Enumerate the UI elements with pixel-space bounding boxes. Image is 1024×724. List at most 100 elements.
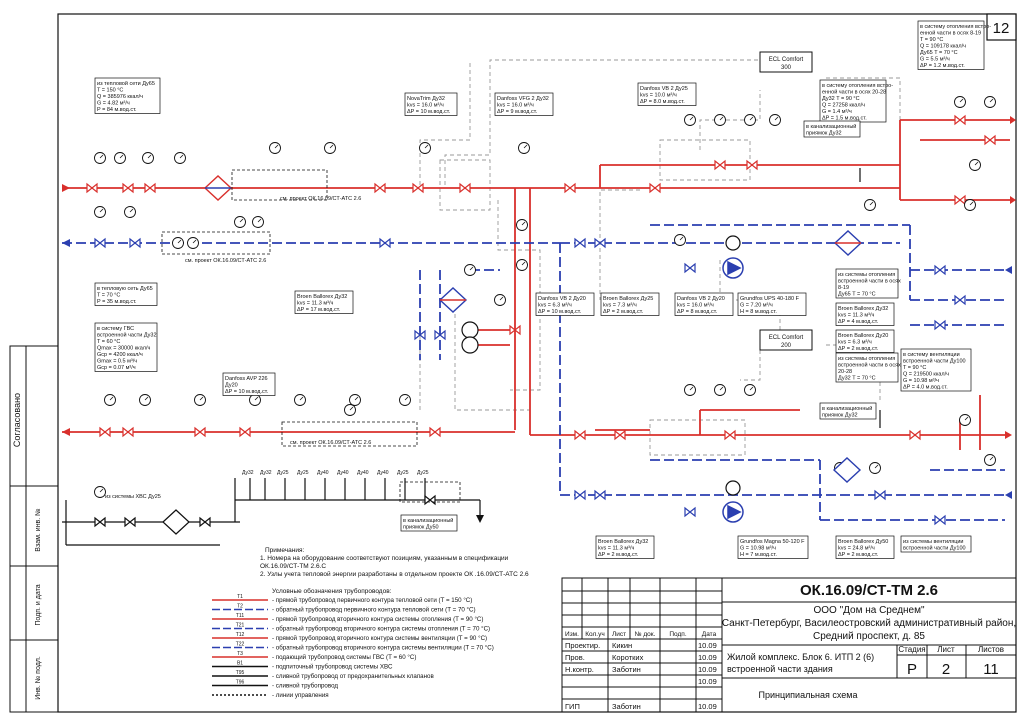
vent-supply-callout-line: Q = 219500 ккал/ч	[903, 372, 949, 378]
gauge-needle	[119, 154, 124, 159]
heating-return2-callout-line: 20-28	[838, 369, 852, 375]
legend-text: - прямой трубопровод вторичного контура …	[272, 616, 483, 623]
legend-code: T95	[236, 670, 245, 676]
gauge-needle	[969, 201, 974, 206]
legend-code: T22	[236, 642, 245, 648]
dhw-callout-line: встроенной части Ду32	[97, 332, 157, 339]
heating-return2-callout-box	[835, 352, 899, 383]
tb-stage-header: Стадия	[898, 645, 925, 654]
heating-supply-callout-line: G = 5.5 м³/ч	[920, 57, 950, 63]
heating-return-callout-line: 8-19	[838, 285, 849, 291]
valve-icon	[614, 429, 626, 441]
heating-return-callout-line: Ду65 T = 70 °C	[838, 292, 876, 298]
ballorex-20r-callout-line: kvs = 6.3 м³/ч	[838, 340, 872, 346]
gauge-needle	[239, 218, 244, 223]
vb2-25-callout-line: ΔP = 8.0 м.вод.ст.	[640, 99, 685, 105]
legend-text: - сливной трубопровод	[272, 683, 338, 690]
gauge-needle	[469, 266, 474, 271]
heating-supply-callout-line: Q = 109178 ккал/ч	[920, 44, 966, 50]
vent-return-callout-box	[900, 535, 972, 553]
legend-code: T96	[236, 680, 245, 686]
ballorex-50-callout-line: Broen Ballorex Ду50	[838, 539, 888, 545]
novatrim-callout-line: ΔP = 10 м.вод.ст.	[407, 109, 451, 115]
notes-line-1: 1. Номера на оборудование соответствуют …	[260, 554, 509, 562]
gauge-needle	[874, 464, 879, 469]
gauge-needle	[974, 161, 979, 166]
dhw-callout-line: Gср = 0.07 м³/ч	[97, 365, 136, 371]
valve-icon	[412, 182, 424, 194]
vb2-20-callout-line: kvs = 6.3 м³/ч	[538, 303, 572, 309]
notes-line-2: ОК.16.09/СТ-ТМ 2.6.С	[260, 563, 326, 570]
ecl-300-line1: ECL Comfort	[769, 57, 804, 63]
manifold-size-label: Ду32	[242, 470, 254, 476]
input-return-callout-line: P = 35 м.вод.ст.	[97, 299, 137, 305]
ballorex-25-callout-box	[600, 292, 660, 316]
valve-icon	[99, 426, 111, 438]
valve-icon	[724, 429, 736, 441]
manifold-size-label: Ду25	[417, 470, 429, 476]
legend-text: - подпиточный трубопровод системы ХВС	[272, 664, 393, 671]
valve-icon	[429, 426, 441, 438]
legend-code: T12	[236, 632, 245, 638]
gauge-needle	[774, 116, 779, 121]
cold-water-label: из системы ХВС Ду25	[105, 494, 161, 500]
ecl-300-line2: 300	[781, 65, 792, 71]
heating-supply2-callout-line: енной части в осях 20-28	[822, 89, 886, 96]
gauge-needle	[719, 386, 724, 391]
input-supply-callout-line: T = 150 °C	[97, 88, 123, 94]
magna-callout-box	[737, 535, 809, 559]
heating-return2-callout-line: встроенной части в осях	[838, 362, 901, 369]
avp-callout-line: Ду20	[225, 383, 238, 389]
legend-text: - прямой трубопровод первичного контура …	[272, 597, 472, 604]
legend-text: - обратный трубопровод вторичного контур…	[272, 626, 490, 633]
vb2-20b-callout-line: ΔP = 8 м.вод.ст.	[677, 309, 718, 315]
vent-return-callout-line: из системы вентиляции	[903, 539, 964, 545]
vent-supply-callout-line: встроенной части Ду100	[903, 358, 966, 365]
heating-supply2-callout-line: G = 1.4 м³/ч	[822, 109, 852, 115]
dhw-callout-line: в систему ГВС	[97, 326, 134, 332]
gauge-needle	[521, 221, 526, 226]
manifold-size-label: Ду40	[377, 470, 389, 476]
input-supply-callout-line: P = 84 м.вод.ст.	[97, 107, 137, 113]
manifold-size-label: Ду40	[357, 470, 369, 476]
valve-icon	[954, 294, 966, 306]
manifold-size-label: Ду25	[397, 470, 409, 476]
title-block	[561, 577, 1017, 713]
approval-strip: Согласовано Взам. инв. № Подп. и дата Ин…	[9, 345, 59, 713]
legend-code: T3	[237, 651, 243, 657]
dhw-callout-line: Qmax = 30000 ккал/ч	[97, 346, 150, 352]
vb2-20b-callout-line: Danfoss VB 2 Ду20	[677, 296, 725, 302]
valve-icon	[124, 516, 136, 528]
legend-code: B1	[237, 661, 243, 667]
gauge-needle	[989, 456, 994, 461]
valve-icon	[94, 237, 106, 249]
gauge-needle	[959, 98, 964, 103]
gauge-needle	[523, 144, 528, 149]
legend-title: Условные обозначения трубопроводов:	[272, 587, 392, 595]
avp-callout-box	[222, 372, 276, 396]
tb-col-header: Дата	[702, 631, 717, 638]
sewer3-callout-box	[400, 514, 458, 532]
sewer2-callout-line: в канализационный	[822, 405, 872, 412]
magna-callout-line: Grundfos Magna 50-120 F	[740, 539, 805, 545]
heating-supply2-callout-line: ΔP = 1.5 м.вод.ст.	[822, 116, 867, 122]
tb-row-name: Заботин	[612, 702, 641, 711]
ballorex-50-callout-box	[835, 535, 895, 559]
valve-icon	[934, 264, 946, 276]
heating-return-callout-line: из системы отопления	[838, 272, 895, 278]
ballorex-32b-callout-line: Broen Ballorex Ду32	[598, 539, 648, 545]
ballorex-32b-callout-line: ΔP = 2 м.вод.ст.	[598, 552, 639, 558]
ballorex-20r-callout-line: ΔP = 2 м.вод.ст.	[838, 346, 879, 352]
valve-icon	[934, 514, 946, 526]
tb-col-header: Лист	[612, 631, 626, 638]
heating-supply-callout-line: Ду65 T = 70 °C	[920, 50, 958, 56]
ballorex-25-callout-line: Broen Ballorex Ду25	[603, 296, 653, 302]
tb-address-2: Средний проспект, д. 85	[813, 631, 925, 642]
grundfos-ups-callout-line: Grundfos UPS 40-180 F	[740, 296, 800, 302]
ballorex-20r-callout-line: Broen Ballorex Ду20	[838, 333, 888, 339]
manifold-size-label: Ду32	[260, 470, 272, 476]
gauge-needle	[254, 396, 259, 401]
valve-icon	[594, 237, 606, 249]
ballorex-50-callout-line: kvs = 24.8 м³/ч	[838, 546, 875, 552]
manifold-size-label: Ду40	[337, 470, 349, 476]
